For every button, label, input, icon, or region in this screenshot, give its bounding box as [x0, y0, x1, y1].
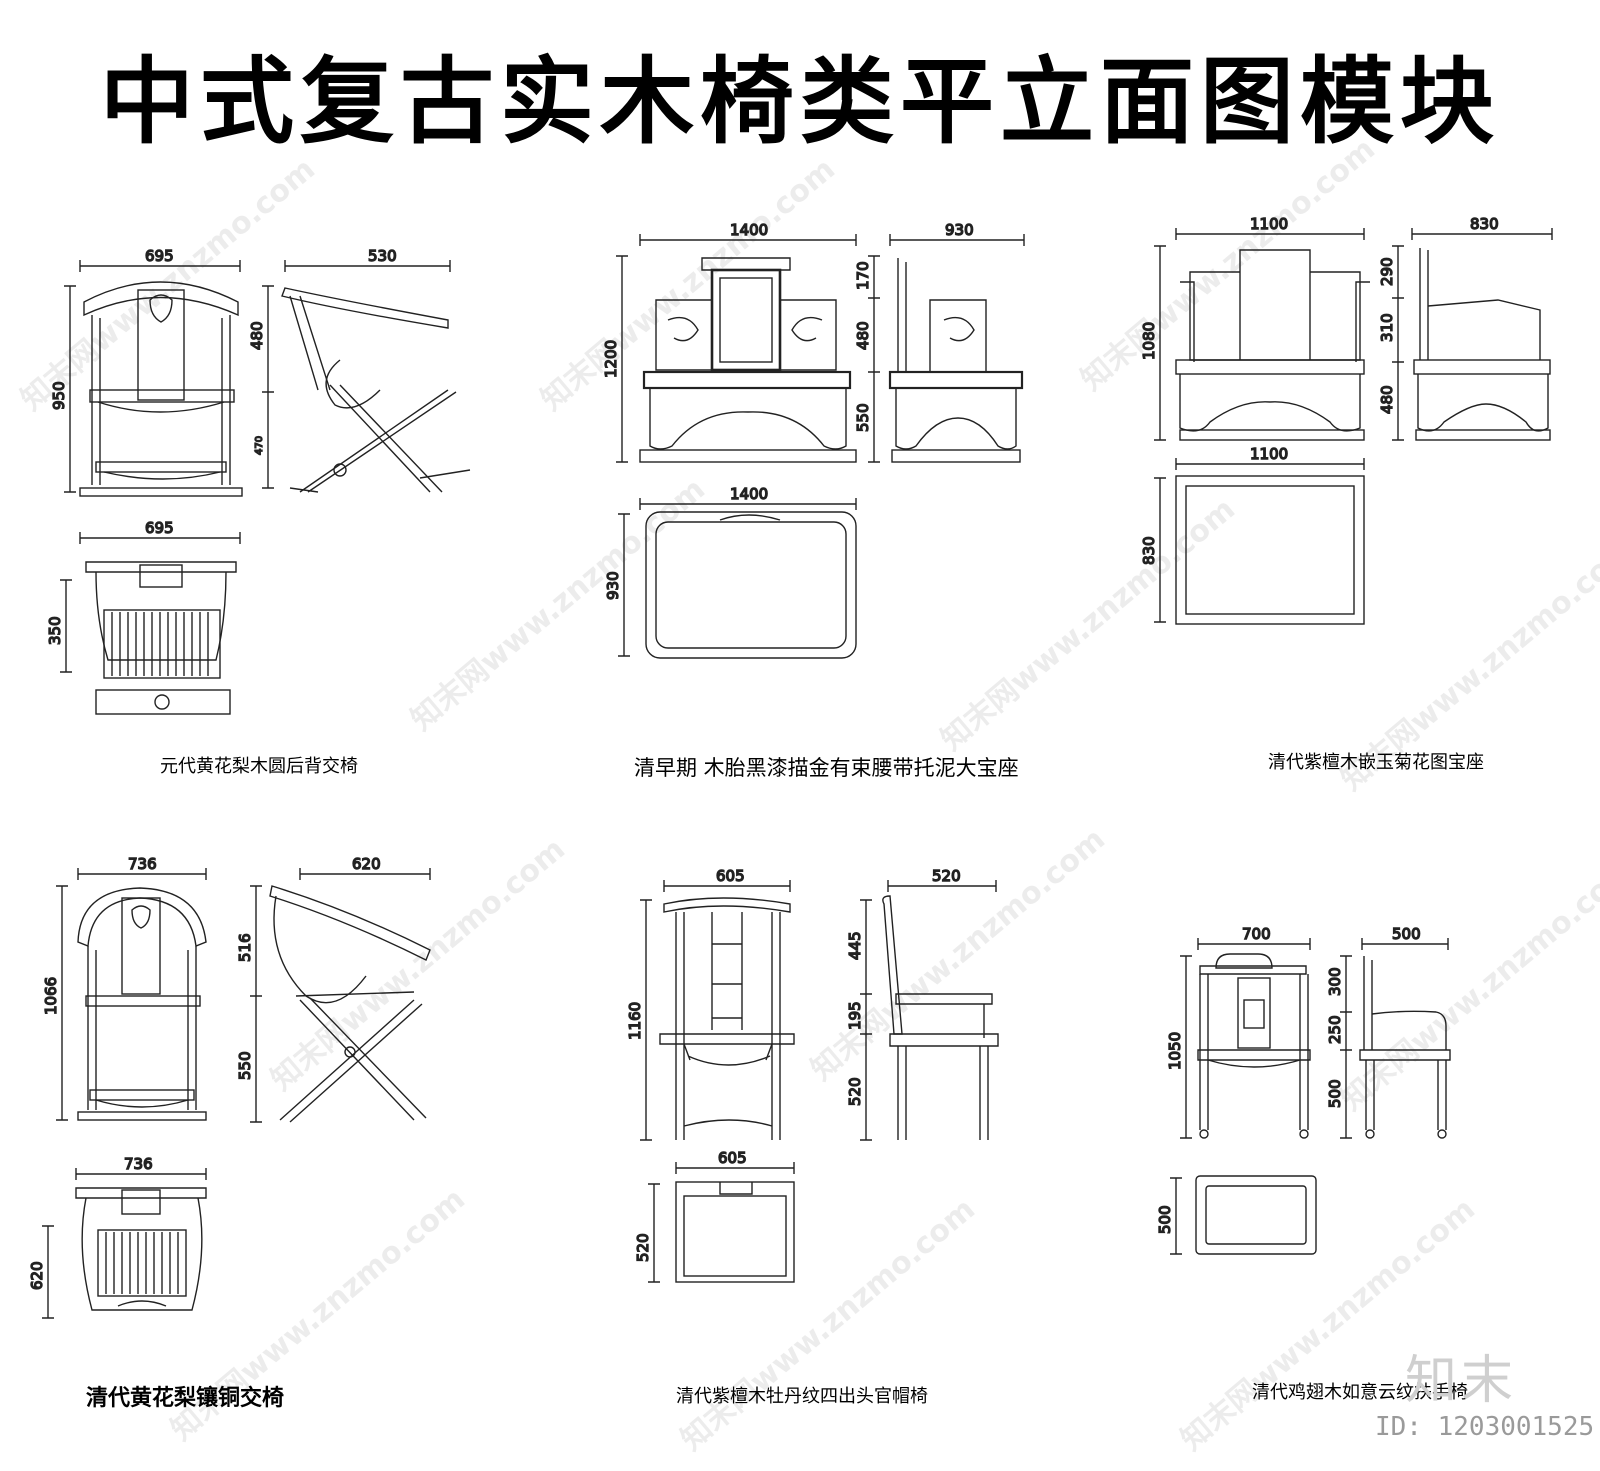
caption-chair1: 元代黄花梨木圆后背交椅 — [160, 756, 358, 777]
dim-label: 736 — [124, 1155, 153, 1173]
caption-chair4: 清代黄花梨镶铜交椅 — [86, 1386, 285, 1411]
chair1-front-elevation — [79, 281, 243, 497]
dim-label: 695 — [145, 519, 174, 537]
chair4-side-elevation — [269, 885, 431, 1123]
dim-label: 480 — [1378, 385, 1396, 414]
chair5-side-elevation — [882, 895, 999, 1140]
dim-label: 930 — [604, 571, 622, 600]
dim-label: 310 — [1378, 313, 1396, 342]
chair3-front-dims: 1100 1080 — [1139, 214, 1365, 441]
id-label: ID: 1203001525 — [1375, 1412, 1595, 1442]
dim-label: 1080 — [1140, 322, 1158, 360]
chair6-plan-dims: 500 — [1155, 1177, 1182, 1255]
chair6-front-dims: 700 1050 — [1165, 924, 1311, 1139]
chair3-plan — [1175, 475, 1365, 625]
dim-label: 530 — [368, 247, 397, 265]
chair4-plan — [75, 1187, 207, 1311]
dim-label: 1400 — [730, 485, 768, 503]
chair5-plan — [675, 1181, 795, 1283]
chair4-side-dims: 620 516 550 — [235, 854, 431, 1123]
chair1-plan-dims: 695 350 — [45, 518, 241, 673]
chair5-front-dims: 605 1160 — [625, 866, 791, 1141]
dim-label: 520 — [932, 867, 961, 885]
chair4-front-elevation — [77, 887, 207, 1121]
chair1-side-elevation — [281, 287, 471, 493]
dim-label: 830 — [1470, 215, 1499, 233]
page-title: 中式复古实木椅类平立面图模块 — [99, 48, 1500, 157]
dim-label: 520 — [846, 1077, 864, 1106]
dim-label: 1066 — [42, 977, 60, 1015]
dim-label: 550 — [236, 1051, 254, 1080]
dim-label: 930 — [945, 221, 974, 239]
chair2-side-dims: 930 170 480 550 — [853, 220, 1025, 463]
dim-label: 250 — [1326, 1015, 1344, 1044]
dim-label: 1160 — [626, 1002, 644, 1040]
dim-label: 195 — [846, 1001, 864, 1030]
chair5-front-elevation — [659, 897, 795, 1140]
dim-label: 500 — [1156, 1205, 1174, 1234]
chair1-front-dims: 695 950 — [49, 246, 241, 493]
chair4-plan-dims: 736 620 — [27, 1154, 207, 1319]
chair6-plan — [1195, 1175, 1317, 1255]
chair3-plan-dims: 1100 830 — [1139, 444, 1365, 623]
dim-label: 470 — [254, 436, 265, 455]
chair1-plan — [85, 561, 237, 715]
chair3-side-dims: 830 290 310 480 — [1377, 214, 1553, 441]
caption-chair2: 清早期 木胎黑漆描金有束腰带托泥大宝座 — [634, 756, 1019, 780]
dim-label: 445 — [846, 931, 864, 960]
chair3-front-elevation — [1175, 249, 1370, 441]
chair1-side-dims: 530 480 470 — [247, 246, 451, 489]
dim-label: 300 — [1326, 967, 1344, 996]
chair6-side-dims: 500 300 250 500 — [1325, 924, 1449, 1139]
chair4-front-dims: 736 1066 — [41, 854, 207, 1121]
dim-label: 480 — [248, 321, 266, 350]
dim-label: 605 — [716, 867, 745, 885]
dim-label: 520 — [634, 1233, 652, 1262]
caption-chair6: 清代鸡翅木如意云纹扶手椅 — [1252, 1382, 1468, 1403]
chair5-side-dims: 520 445 195 520 — [845, 866, 997, 1141]
dim-label: 350 — [46, 616, 64, 645]
dim-label: 620 — [28, 1261, 46, 1290]
caption-chair3: 清代紫檀木嵌玉菊花图宝座 — [1268, 752, 1484, 773]
dim-label: 516 — [236, 933, 254, 962]
dim-label: 1200 — [602, 340, 620, 378]
dim-label: 695 — [145, 247, 174, 265]
dim-label: 1100 — [1250, 445, 1288, 463]
brand-logo: 知末 — [1405, 1351, 1518, 1411]
dim-label: 620 — [352, 855, 381, 873]
dim-label: 1400 — [730, 221, 768, 239]
chair2-side-elevation — [888, 258, 1024, 463]
chair6-front-elevation — [1197, 953, 1311, 1139]
dim-label: 500 — [1326, 1079, 1344, 1108]
dim-label: 700 — [1242, 925, 1271, 943]
chair2-plan — [645, 511, 857, 659]
dim-label: 480 — [854, 321, 872, 350]
chair2-plan-dims: 1400 930 — [603, 484, 857, 657]
chair6-side-elevation — [1359, 956, 1451, 1139]
dim-label: 1100 — [1250, 215, 1288, 233]
chair2-front-dims: 1400 1200 — [601, 220, 857, 463]
dim-label: 950 — [50, 381, 68, 410]
caption-chair5: 清代紫檀木牡丹纹四出头官帽椅 — [676, 1386, 928, 1407]
dim-label: 830 — [1140, 536, 1158, 565]
dim-label: 605 — [718, 1149, 747, 1167]
dim-label: 500 — [1392, 925, 1421, 943]
chair3-side-elevation — [1413, 248, 1551, 441]
dim-label: 736 — [128, 855, 157, 873]
dim-label: 550 — [854, 403, 872, 432]
chair5-plan-dims: 605 520 — [633, 1148, 795, 1283]
chair2-front-elevation — [639, 257, 857, 463]
dim-label: 170 — [854, 261, 872, 290]
dim-label: 290 — [1378, 257, 1396, 286]
dim-label: 1050 — [1166, 1032, 1184, 1070]
